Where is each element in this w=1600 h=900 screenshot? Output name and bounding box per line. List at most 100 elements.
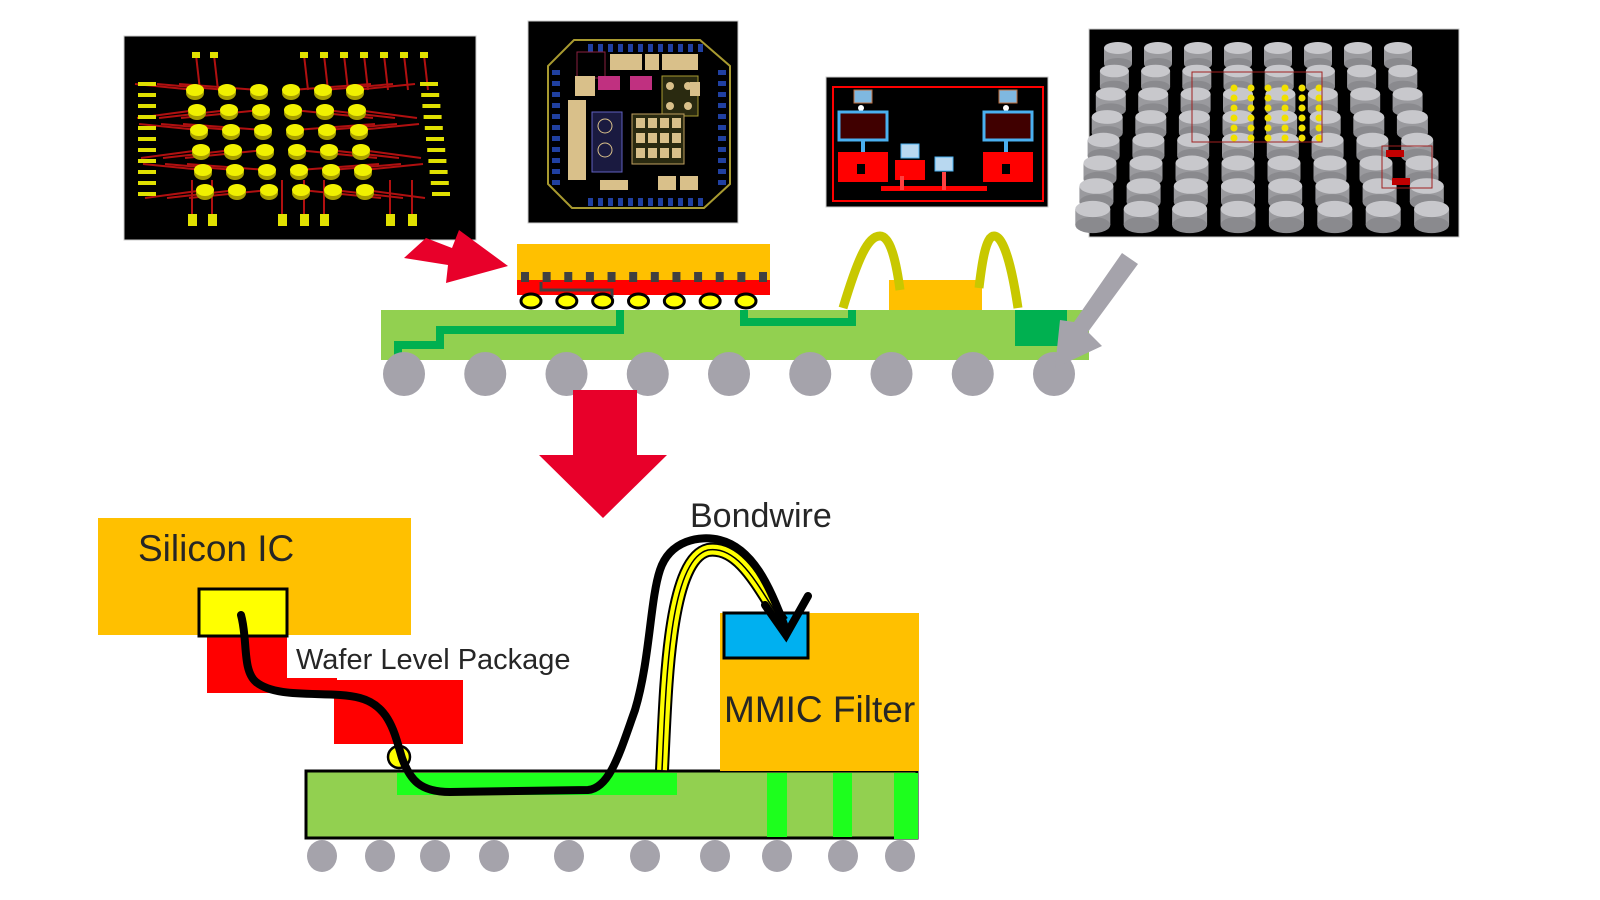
ball bbox=[318, 124, 336, 136]
ball bbox=[284, 104, 302, 116]
solder-column bbox=[1414, 200, 1450, 218]
ball bbox=[320, 144, 338, 156]
thumbnail-bga-3d-view bbox=[1075, 28, 1460, 238]
thumbnail-ball-grid-routing bbox=[123, 35, 477, 241]
solder-column bbox=[1126, 178, 1161, 194]
micro-pad bbox=[715, 272, 724, 282]
solder-column bbox=[1177, 132, 1210, 148]
micro-pad bbox=[629, 272, 638, 282]
solder-column bbox=[1224, 42, 1252, 54]
solder-column bbox=[1401, 132, 1434, 148]
ball bbox=[292, 184, 310, 196]
mmic-filter-label: MMIC Filter bbox=[724, 689, 915, 730]
flip-chip-bump bbox=[662, 292, 686, 310]
arrow-gray-diagonal bbox=[1055, 253, 1138, 368]
solder-ball bbox=[630, 840, 660, 872]
thumbnail-ic-layout bbox=[527, 20, 739, 224]
solder-column bbox=[1353, 110, 1385, 124]
flip-chip-bump bbox=[734, 292, 758, 310]
ball bbox=[258, 164, 276, 176]
solder-column bbox=[1409, 178, 1444, 194]
solder-column bbox=[1222, 132, 1254, 148]
solder-column bbox=[1309, 110, 1341, 124]
solder-ball bbox=[708, 352, 750, 396]
micro-pad bbox=[737, 272, 746, 282]
solder-column bbox=[1304, 42, 1332, 54]
solder-column bbox=[1396, 110, 1428, 124]
solder-column bbox=[1095, 87, 1126, 101]
solder-ball bbox=[951, 352, 994, 396]
ball bbox=[288, 144, 306, 156]
ball bbox=[348, 104, 366, 116]
solder-column bbox=[1223, 64, 1253, 78]
flip-chip-bump bbox=[627, 292, 650, 310]
solder-column bbox=[1405, 155, 1439, 171]
solder-column bbox=[1087, 132, 1120, 148]
ball bbox=[316, 104, 334, 116]
ball bbox=[352, 144, 370, 156]
ball bbox=[192, 144, 210, 156]
micro-pad bbox=[521, 272, 529, 282]
solder-ball bbox=[789, 352, 832, 396]
solder-column bbox=[1359, 155, 1393, 171]
chip-micro-pads bbox=[521, 272, 767, 282]
micro-pad bbox=[607, 272, 616, 282]
solder-column bbox=[1182, 64, 1212, 78]
solder-column bbox=[1135, 110, 1167, 124]
micro-pad bbox=[564, 272, 573, 282]
micro-pad bbox=[694, 272, 703, 282]
solder-column bbox=[1178, 110, 1210, 124]
solder-ball bbox=[307, 840, 337, 872]
solder-ball bbox=[870, 352, 913, 396]
signal-arrowhead bbox=[761, 592, 812, 643]
solder-column bbox=[1266, 110, 1298, 124]
solder-ball bbox=[420, 840, 450, 872]
solder-column bbox=[1123, 200, 1159, 218]
solder-column bbox=[1365, 200, 1401, 218]
solder-column bbox=[1175, 155, 1209, 171]
solder-ball bbox=[479, 840, 509, 872]
solder-column bbox=[1317, 200, 1353, 218]
thumbnail-mmic-filter-layout bbox=[825, 76, 1049, 208]
top-package-cross-section bbox=[381, 231, 1089, 396]
ball bbox=[324, 184, 342, 196]
ball bbox=[254, 124, 272, 136]
flip-chip-bump bbox=[519, 292, 543, 310]
solder-ball bbox=[762, 840, 792, 872]
solder-column bbox=[1305, 64, 1335, 78]
solder-ball bbox=[700, 840, 730, 872]
ball bbox=[226, 164, 244, 176]
ball-grid bbox=[138, 52, 450, 226]
solder-ball bbox=[545, 352, 588, 396]
solder-ball bbox=[383, 352, 425, 396]
wafer-level-package-label: Wafer Level Package bbox=[296, 644, 571, 676]
ball bbox=[228, 184, 246, 196]
ball bbox=[350, 124, 368, 136]
flip-chip-bump bbox=[591, 292, 615, 310]
solder-column bbox=[1356, 132, 1389, 148]
micro-pad bbox=[542, 272, 551, 282]
solder-column bbox=[1138, 87, 1169, 101]
ball bbox=[354, 164, 372, 176]
solder-column bbox=[1099, 64, 1129, 78]
ball bbox=[186, 84, 204, 96]
solder-column bbox=[1350, 87, 1381, 101]
ball bbox=[322, 164, 340, 176]
solder-column bbox=[1083, 155, 1117, 171]
solder-column bbox=[1132, 132, 1165, 148]
ball bbox=[252, 104, 270, 116]
solder-ball bbox=[626, 352, 669, 396]
substrate-trace-right bbox=[740, 310, 856, 326]
solder-column bbox=[1091, 110, 1123, 124]
solder-column bbox=[1268, 178, 1303, 194]
solder-column bbox=[1362, 178, 1397, 194]
bottom-solder-balls bbox=[307, 840, 915, 872]
solder-column bbox=[1307, 87, 1338, 101]
silicon-ic-label: Silicon IC bbox=[138, 528, 294, 569]
substrate-trace-left bbox=[394, 310, 624, 360]
flip-chip-redistribution-layer bbox=[517, 280, 770, 295]
solder-column bbox=[1172, 200, 1208, 218]
ball bbox=[218, 84, 236, 96]
solder-column bbox=[1144, 42, 1172, 54]
ball bbox=[260, 184, 278, 196]
